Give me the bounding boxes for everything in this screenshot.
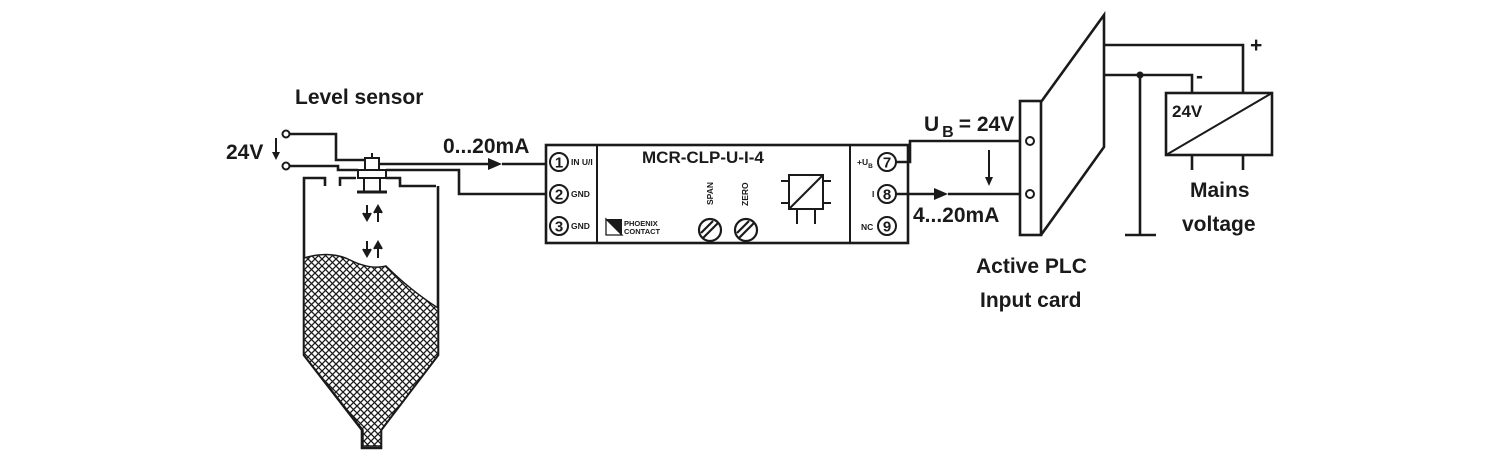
plc-input-card (1018, 10, 1106, 237)
terminal-7: +UB 7 (857, 152, 897, 172)
module-name: MCR-CLP-U-I-4 (642, 148, 764, 167)
output-signal-label: 4...20mA (913, 204, 999, 227)
mains-label-line1: Mains (1190, 179, 1250, 202)
span-potentiometer[interactable] (697, 217, 723, 243)
plc-label-line1: Active PLC (976, 255, 1087, 278)
storage-tank (302, 176, 440, 450)
terminal-2: 2 GND (549, 184, 590, 204)
input-wiring (379, 158, 546, 196)
svg-text:CONTACT: CONTACT (624, 227, 661, 236)
svg-text:2: 2 (555, 187, 563, 204)
terminal-2-label: GND (571, 189, 590, 199)
output-wiring (896, 139, 1028, 200)
terminal-3: 3 GND (549, 216, 590, 236)
galvanic-isolation-icon (781, 174, 831, 224)
power-supply-voltage: 24V (1172, 102, 1203, 121)
terminal-8: I 8 (872, 184, 897, 204)
terminal-1-label: IN U/I (571, 157, 593, 167)
minus-label: - (1196, 65, 1203, 88)
svg-text:1: 1 (555, 155, 563, 172)
svg-text:+UB: +UB (857, 157, 873, 170)
power-supply-wiring (1104, 43, 1245, 237)
span-label: SPAN (705, 182, 715, 205)
plus-label: + (1250, 34, 1262, 57)
zero-potentiometer[interactable] (733, 217, 759, 243)
plc-label-line2: Input card (980, 289, 1082, 312)
svg-text:7: 7 (883, 155, 891, 172)
measurement-arrows (362, 203, 383, 259)
zero-label: ZERO (740, 182, 750, 206)
mains-label-line2: voltage (1182, 213, 1256, 236)
input-signal-label: 0...20mA (443, 135, 529, 158)
svg-text:9: 9 (883, 219, 891, 236)
sensor-supply-label: 24V (226, 141, 263, 164)
bulk-material (303, 253, 439, 447)
terminal-1: 1 IN U/I (549, 152, 593, 172)
terminal-9-label: NC (861, 222, 873, 232)
svg-text:PHOENIX: PHOENIX (624, 219, 658, 228)
power-supply-unit (1164, 91, 1274, 170)
phoenix-contact-logo: PHOENIX CONTACT (605, 217, 661, 236)
svg-text:3: 3 (555, 219, 563, 236)
sensor-supply (272, 129, 365, 172)
svg-text:8: 8 (883, 187, 891, 204)
terminal-8-label: I (872, 189, 874, 199)
level-sensor-label: Level sensor (295, 86, 423, 109)
terminal-9: NC 9 (861, 216, 897, 236)
level-sensor (357, 153, 387, 194)
terminal-3-label: GND (571, 221, 590, 231)
